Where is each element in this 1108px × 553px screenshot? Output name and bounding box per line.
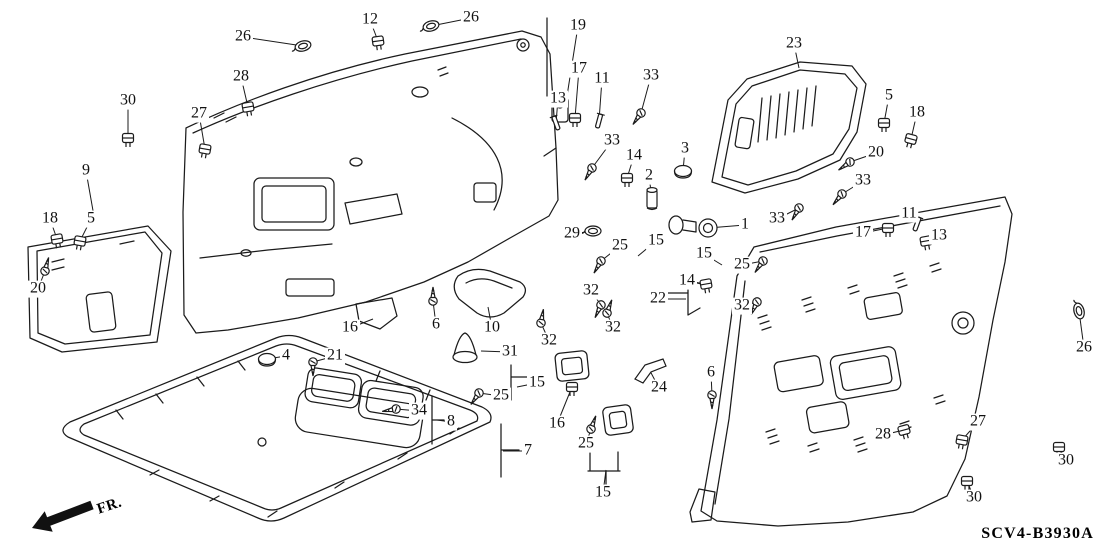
callout-25[interactable]: 25	[732, 255, 752, 274]
callout-6[interactable]: 6	[705, 363, 717, 382]
callout-15[interactable]: 15	[694, 244, 714, 263]
callout-25[interactable]: 25	[576, 434, 596, 453]
callout-3[interactable]: 3	[679, 139, 691, 158]
callout-28[interactable]: 28	[873, 425, 893, 444]
callout-31[interactable]: 31	[500, 342, 520, 361]
callout-18[interactable]: 18	[907, 103, 927, 122]
callout-22[interactable]: 22	[648, 289, 668, 308]
callout-34[interactable]: 34	[409, 401, 429, 420]
callout-26[interactable]: 26	[1074, 338, 1094, 357]
callout-25[interactable]: 25	[610, 236, 630, 255]
callout-26[interactable]: 26	[461, 8, 481, 27]
callout-17[interactable]: 17	[853, 223, 873, 242]
callout-18[interactable]: 18	[40, 209, 60, 228]
callout-32[interactable]: 32	[539, 331, 559, 350]
callout-24[interactable]: 24	[649, 378, 669, 397]
leader-line	[242, 36, 304, 47]
callout-5[interactable]: 5	[85, 209, 97, 228]
callout-32[interactable]: 32	[581, 281, 601, 300]
callout-10[interactable]: 10	[482, 318, 502, 337]
callout-30[interactable]: 30	[1056, 451, 1076, 470]
callout-16[interactable]: 16	[340, 318, 360, 337]
callout-8[interactable]: 8	[445, 412, 457, 431]
callout-33[interactable]: 33	[853, 171, 873, 190]
callout-2[interactable]: 2	[643, 166, 655, 185]
callout-1[interactable]: 1	[739, 215, 751, 234]
callout-15[interactable]: 15	[527, 373, 547, 392]
callout-13[interactable]: 13	[548, 89, 568, 108]
callout-27[interactable]: 27	[968, 412, 988, 431]
callout-32[interactable]: 32	[732, 296, 752, 315]
diagram-code: SCV4-B3930A	[981, 525, 1094, 542]
callout-21[interactable]: 21	[325, 346, 345, 365]
callout-13[interactable]: 13	[929, 226, 949, 245]
callout-15[interactable]: 15	[646, 231, 666, 250]
callout-33[interactable]: 33	[602, 131, 622, 150]
callout-30[interactable]: 30	[964, 488, 984, 507]
callout-14[interactable]: 14	[624, 146, 644, 165]
callout-20[interactable]: 20	[28, 279, 48, 298]
callout-19[interactable]: 19	[568, 16, 588, 35]
callout-12[interactable]: 12	[360, 10, 380, 29]
callout-15[interactable]: 15	[593, 483, 613, 502]
callout-26[interactable]: 26	[233, 27, 253, 46]
callout-30[interactable]: 30	[118, 91, 138, 110]
callout-27[interactable]: 27	[189, 104, 209, 123]
callout-9[interactable]: 9	[80, 161, 92, 180]
callout-33[interactable]: 33	[641, 66, 661, 85]
callout-17[interactable]: 17	[569, 59, 589, 78]
callout-7[interactable]: 7	[522, 441, 534, 460]
callout-11[interactable]: 11	[592, 69, 612, 88]
callout-29[interactable]: 29	[562, 224, 582, 243]
callout-14[interactable]: 14	[677, 271, 697, 290]
fr-direction-arrow	[32, 500, 94, 532]
callout-20[interactable]: 20	[866, 143, 886, 162]
callout-28[interactable]: 28	[231, 67, 251, 86]
callout-6[interactable]: 6	[430, 315, 442, 334]
callout-32[interactable]: 32	[603, 318, 623, 337]
callout-4[interactable]: 4	[280, 346, 292, 365]
callout-33[interactable]: 33	[767, 209, 787, 228]
callout-16[interactable]: 16	[547, 414, 567, 433]
callout-25[interactable]: 25	[491, 386, 511, 405]
callout-5[interactable]: 5	[883, 86, 895, 105]
callout-11[interactable]: 11	[899, 204, 919, 223]
callout-23[interactable]: 23	[784, 34, 804, 53]
